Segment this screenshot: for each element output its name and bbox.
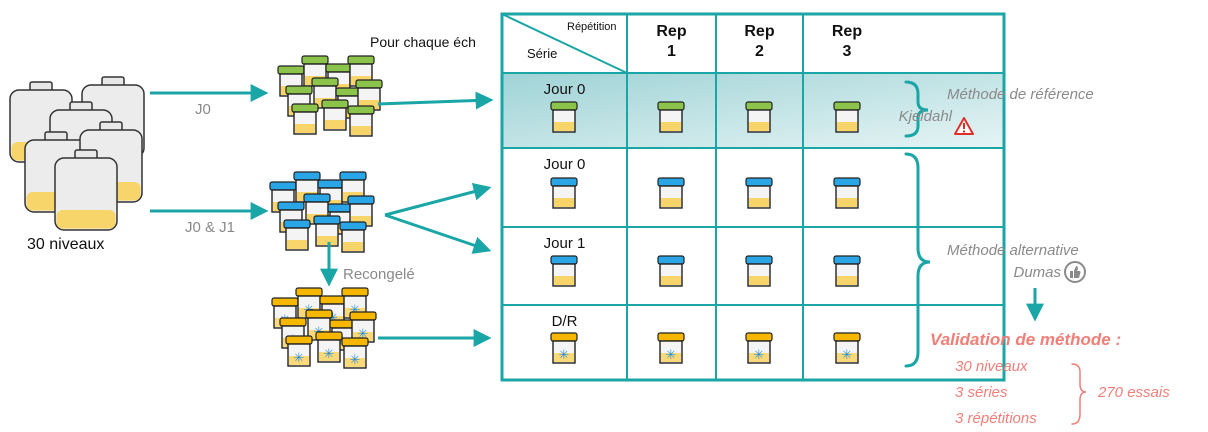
bottle-icon: [54, 149, 118, 231]
table-corner-bottom: Série: [527, 46, 558, 61]
braces: [904, 80, 1087, 425]
table-cup-r2-c2: [745, 177, 773, 209]
sample-note: Pour chaque éch: [370, 34, 476, 50]
snowflake-icon: ✳: [666, 348, 677, 363]
arrow-cluster1-to-table: [377, 91, 494, 110]
snowflake-icon: ✳: [350, 353, 361, 368]
cluster-orange-frozen: ✳✳✳✳✳✳✳✳✳✳✳: [271, 287, 377, 369]
column-header-rep-2-line1: Rep: [744, 23, 775, 40]
alternative-method-line1: Méthode alternative: [947, 242, 1079, 259]
sample-cup-icon: [339, 221, 367, 253]
sample-cup-icon: [291, 103, 319, 135]
snowflake-icon: ✳: [842, 348, 853, 363]
validation-item-2: 3 séries: [955, 384, 1008, 401]
table-cup-r4-c0: ✳: [550, 332, 578, 364]
thumbs-up-icon: [1064, 261, 1086, 283]
brace-reference: [904, 80, 929, 138]
table-cup-r1-c2: [745, 101, 773, 133]
snowflake-icon: ✳: [358, 327, 369, 342]
sample-cup-icon: [283, 219, 311, 251]
sample-cup-icon: [321, 99, 349, 131]
table-cup-r3-c1: [657, 255, 685, 287]
table-cup-r4-c2: ✳: [745, 332, 773, 364]
arrows: [150, 84, 1044, 347]
reference-method-line2: Kjeldahl: [898, 108, 952, 125]
sample-cup-icon: ✳: [349, 311, 377, 343]
cluster-green: [277, 55, 383, 137]
column-header-rep-3-line1: Rep: [831, 23, 863, 40]
sample-cup-icon: [313, 215, 341, 247]
bottles-label: 30 niveaux: [27, 236, 105, 253]
column-header-rep-2: Rep 2: [716, 22, 803, 62]
snowflake-icon: ✳: [559, 348, 570, 363]
arrow-label-j0j1: J0 & J1: [185, 219, 236, 236]
table-cups: ✳ ✳ ✳ ✳: [550, 101, 861, 364]
bottles-group: [9, 76, 145, 231]
sample-cup-icon: [347, 195, 375, 227]
sample-cup-icon: ✳: [285, 335, 313, 367]
arrow-cluster2-to-row3: [384, 213, 492, 254]
snowflake-icon: ✳: [328, 311, 339, 326]
column-header-rep-3-line2: 3: [842, 43, 852, 60]
column-header-rep-1-line1: Rep: [656, 23, 687, 40]
row-label-3: Jour 1: [543, 235, 586, 252]
snowflake-icon: ✳: [350, 303, 361, 318]
row-label-2: Jour 0: [543, 156, 586, 173]
arrow-label-recongele: Recongelé: [343, 266, 415, 283]
snowflake-icon: ✳: [324, 347, 335, 362]
sample-cup-icon: ✳: [315, 331, 343, 363]
table-cup-r3-c3: [833, 255, 861, 287]
table-cup-r4-c1: ✳: [657, 332, 685, 364]
sample-clusters: ✳✳✳✳✳✳✳✳✳✳✳: [269, 55, 383, 369]
sample-cup-icon: ✳: [341, 337, 369, 369]
snowflake-icon: ✳: [754, 348, 765, 363]
corner-diagonal: [501, 13, 628, 74]
table-cup-r3-c2: [745, 255, 773, 287]
table-corner-top: Répétition: [567, 21, 617, 33]
warning-icon: [954, 117, 974, 135]
row-label-4: D/R: [551, 313, 578, 330]
snowflake-icon: ✳: [294, 351, 305, 366]
table-cup-r2-c3: [833, 177, 861, 209]
brace-alternative: [904, 152, 931, 368]
arrow-cluster2-to-row2: [384, 182, 492, 217]
table-cup-r1-c1: [657, 101, 685, 133]
validation-item-1: 30 niveaux: [955, 358, 1028, 375]
reference-method-line1: Méthode de référence: [947, 86, 1094, 103]
brace-validation: [1071, 363, 1087, 425]
validation-total: 270 essais: [1098, 384, 1170, 401]
validation-title: Validation de méthode :: [930, 330, 1122, 349]
row-label-1: Jour 0: [543, 81, 586, 98]
column-header-rep-2-line2: 2: [755, 43, 764, 60]
table-cup-r3-c0: [550, 255, 578, 287]
table-cup-r2-c0: [550, 177, 578, 209]
validation-item-3: 3 répétitions: [955, 410, 1037, 427]
cluster-blue: [269, 171, 375, 253]
arrow-label-j0: J0: [195, 101, 211, 118]
column-header-rep-1-line2: 1: [667, 43, 676, 60]
column-header-rep-1: Rep 1: [627, 22, 716, 62]
table-cup-r1-c3: [833, 101, 861, 133]
alternative-method-line2: Dumas: [1013, 264, 1061, 281]
column-header-rep-3: Rep 3: [803, 22, 891, 62]
table-cup-r4-c3: ✳: [833, 332, 861, 364]
table-cup-r2-c1: [657, 177, 685, 209]
sample-cup-icon: [347, 105, 375, 137]
table-cup-r1-c0: [550, 101, 578, 133]
